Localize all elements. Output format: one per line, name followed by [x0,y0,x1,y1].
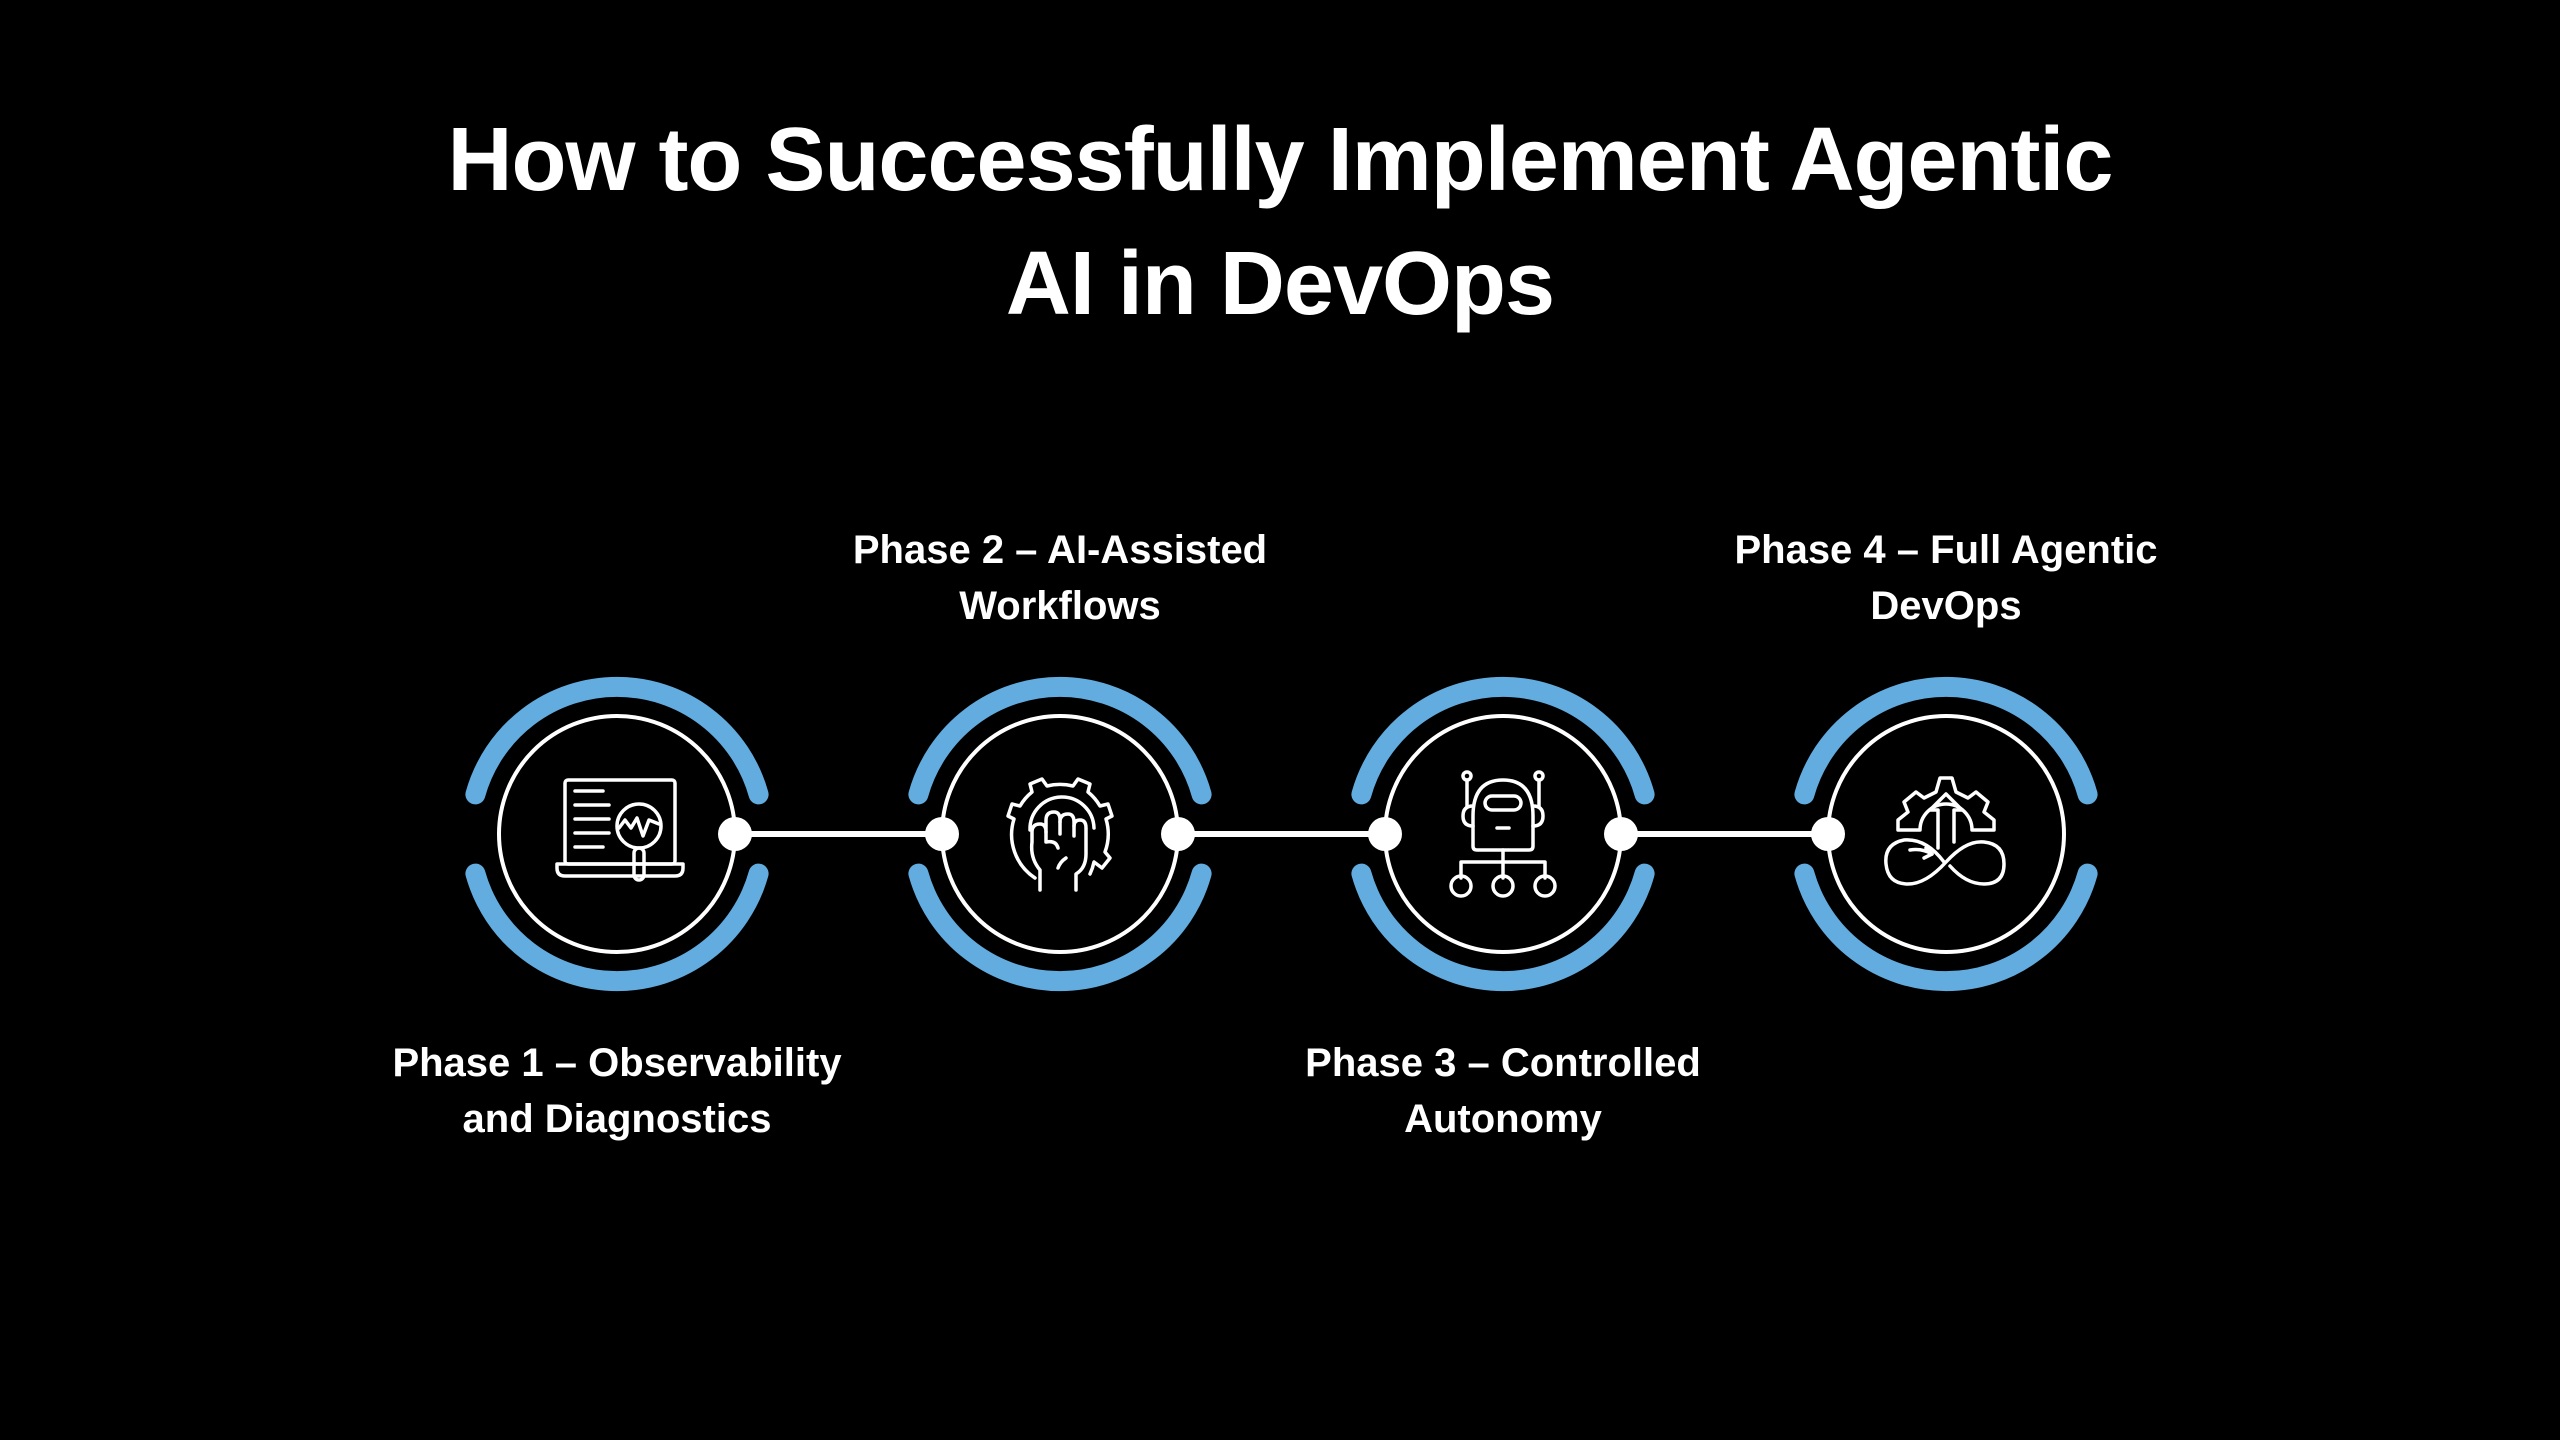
phase-3-label-line-2: Autonomy [1404,1097,1602,1141]
inner-ring [1383,714,1623,954]
connector-dot-left [1811,817,1845,851]
phase-4-label-line-2: DevOps [1870,584,2022,628]
phase-2-node [918,687,1201,981]
phase-1-node [475,687,758,981]
connector-dot-right [1604,817,1638,851]
phase-2-label-line-1: Phase 2 – AI-Assisted [852,528,1268,572]
phase-4-label-line-1: Phase 4 – Full Agentic [1734,528,2158,572]
page-title: How to Successfully Implement Agentic AI… [0,98,2560,346]
phase-2-label-line-2: Workflows [959,584,1161,628]
connector-dot-right [718,817,752,851]
phase-3-node [1361,687,1644,981]
connector-dot-left [925,817,959,851]
phase-2-label: Phase 2 – AI-Assisted Workflows [780,522,1340,634]
phase-3-label-line-1: Phase 3 – Controlled [1305,1041,1701,1085]
phase-4-node [1804,687,2087,981]
laptop-magnifier-chart-icon [555,778,685,882]
title-line-1: How to Successfully Implement Agentic [447,110,2113,210]
inner-ring [1826,714,2066,954]
gear-infinity-arrow-icon [1884,776,2006,886]
phase-3-label: Phase 3 – Controlled Autonomy [1223,1035,1783,1147]
title-line-2: AI in DevOps [1005,234,1555,334]
connector-dot-left [1368,817,1402,851]
gear-hand-icon [1006,777,1114,892]
robot-hierarchy-icon [1449,770,1557,898]
connector-dot-right [1161,817,1195,851]
phase-1-label-line-2: and Diagnostics [462,1097,772,1141]
phase-1-label-line-1: Phase 1 – Observability [392,1041,842,1085]
phase-1-label: Phase 1 – Observability and Diagnostics [337,1035,897,1147]
phase-4-label: Phase 4 – Full Agentic DevOps [1666,522,2226,634]
